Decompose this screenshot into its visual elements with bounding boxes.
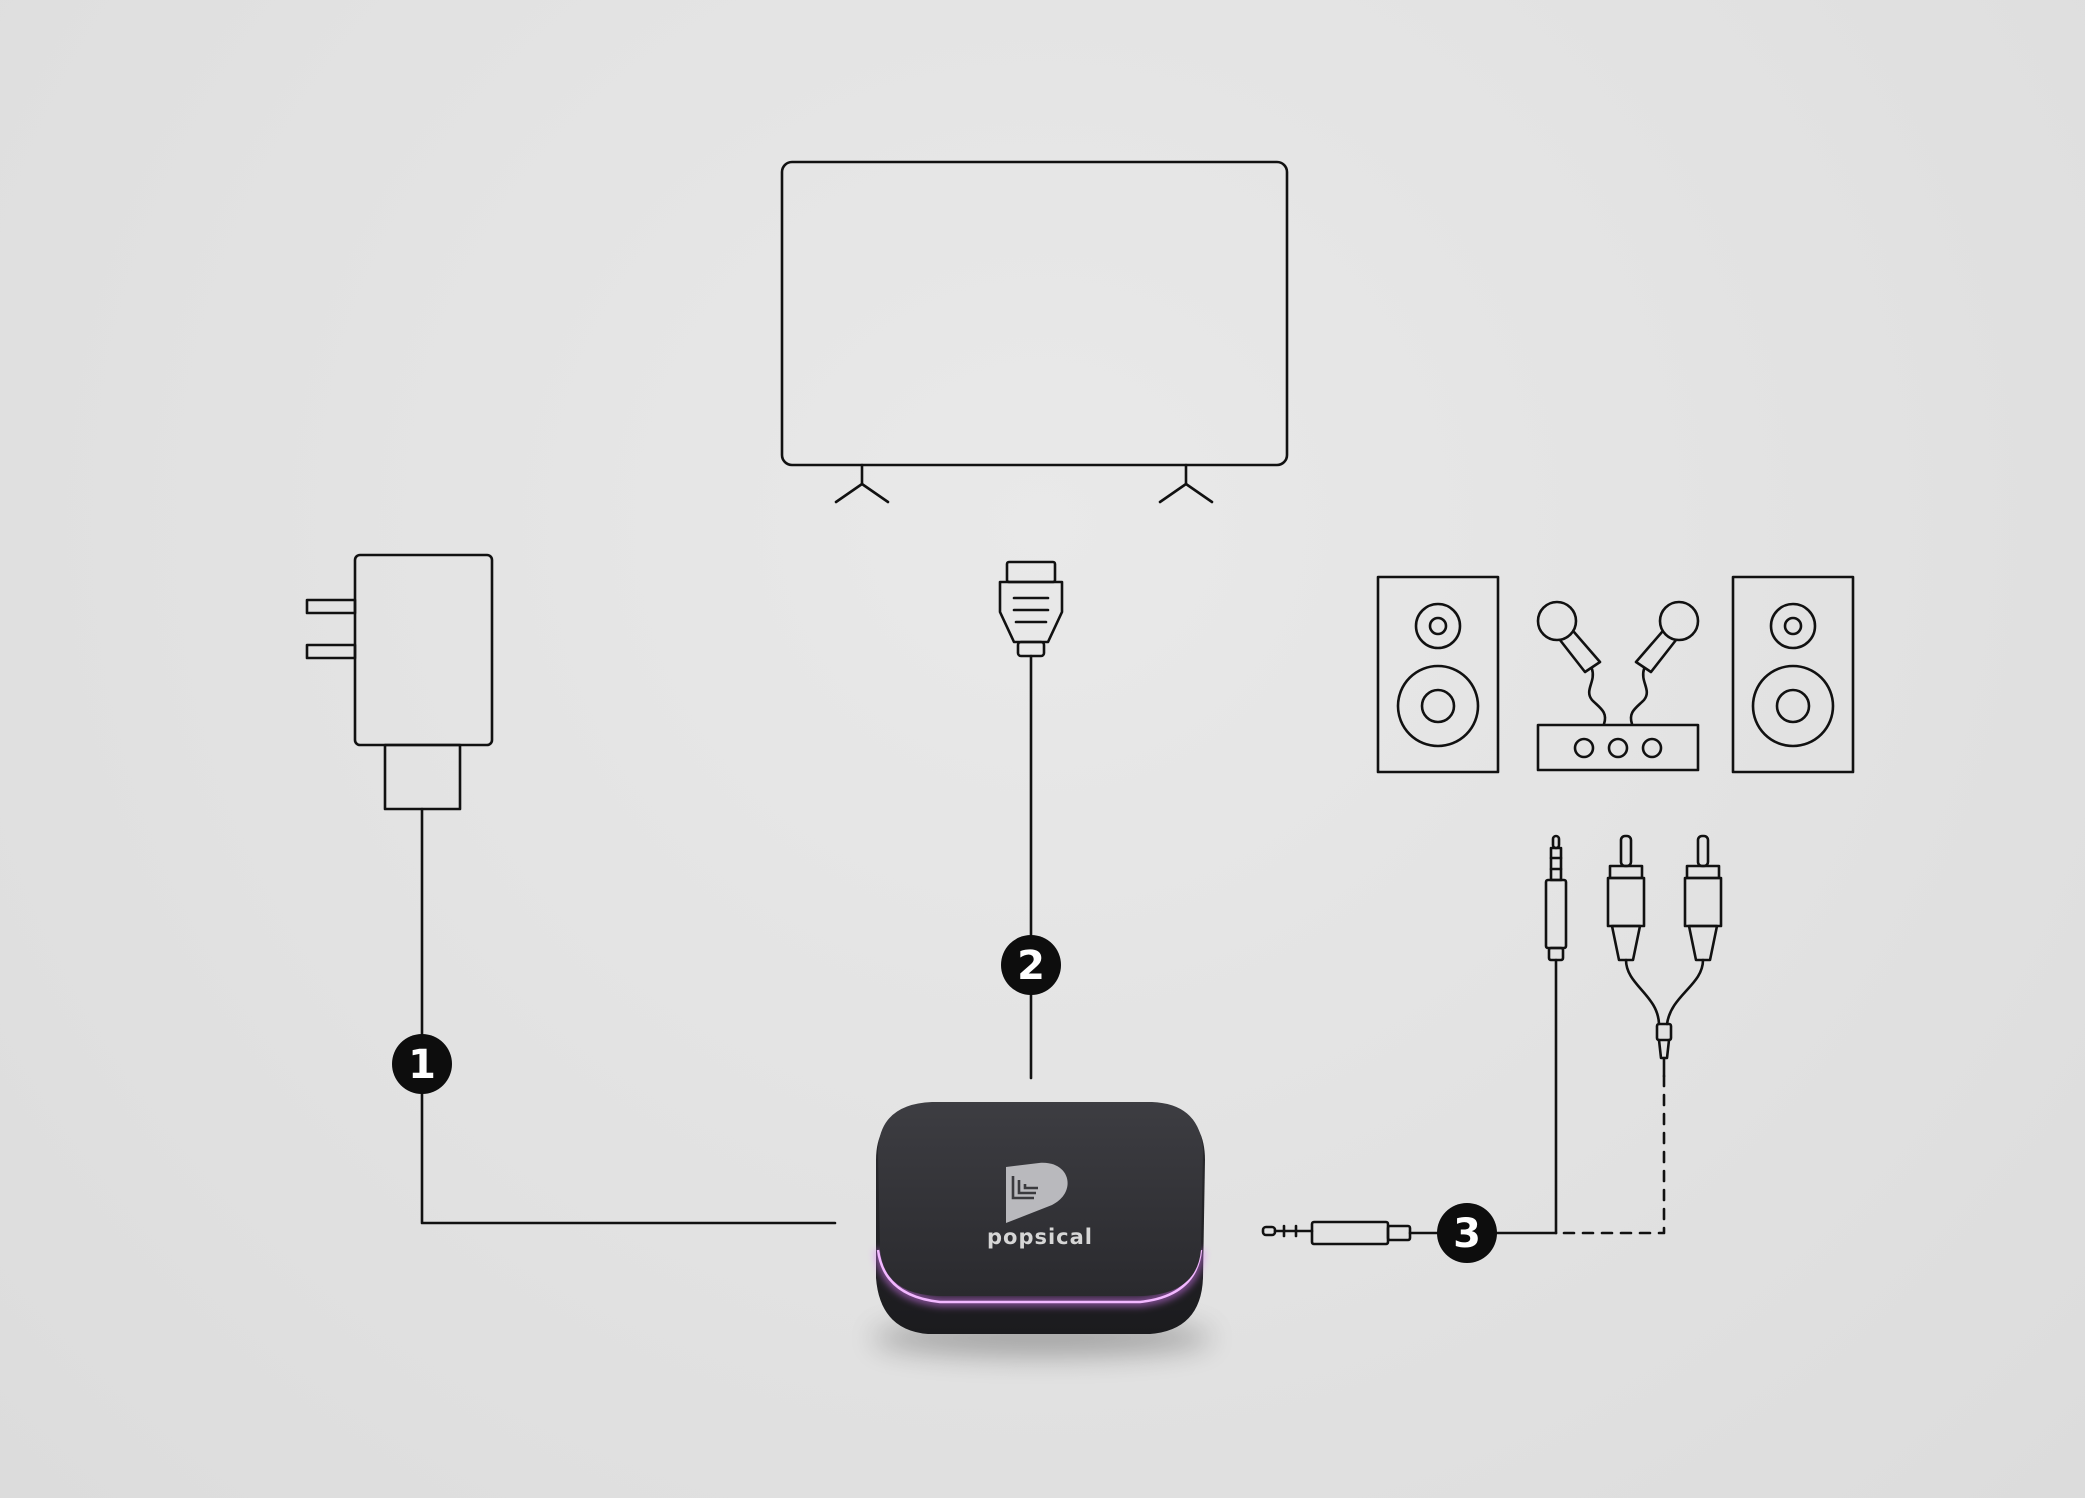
power-adapter-icon — [305, 553, 837, 1225]
right-speaker-icon — [1731, 575, 1855, 774]
karaoke-mixer-icon — [1536, 723, 1700, 772]
device-brand-label: popsical — [987, 1225, 1093, 1249]
svg-text:3: 3 — [1453, 1211, 1481, 1257]
svg-text:1: 1 — [408, 1042, 436, 1088]
microphone-icon — [1536, 600, 1607, 726]
device-audio-plug-icon — [1261, 1220, 1558, 1246]
svg-text:2: 2 — [1017, 943, 1045, 989]
left-speaker-icon — [1376, 575, 1500, 774]
microphone-icon — [1629, 600, 1700, 726]
step-badge-2: 2 — [1001, 935, 1061, 995]
step-badge-3: 3 — [1437, 1203, 1497, 1263]
hdmi-plug-icon — [998, 560, 1064, 1080]
tv-icon — [780, 160, 1289, 504]
rca-cable-icon — [1554, 834, 1723, 1235]
step-badge-1: 1 — [392, 1034, 452, 1094]
popsical-logo-icon — [1006, 1162, 1068, 1223]
popsical-device: popsical — [872, 1102, 1212, 1356]
audio-jack-icon — [1544, 834, 1568, 1235]
